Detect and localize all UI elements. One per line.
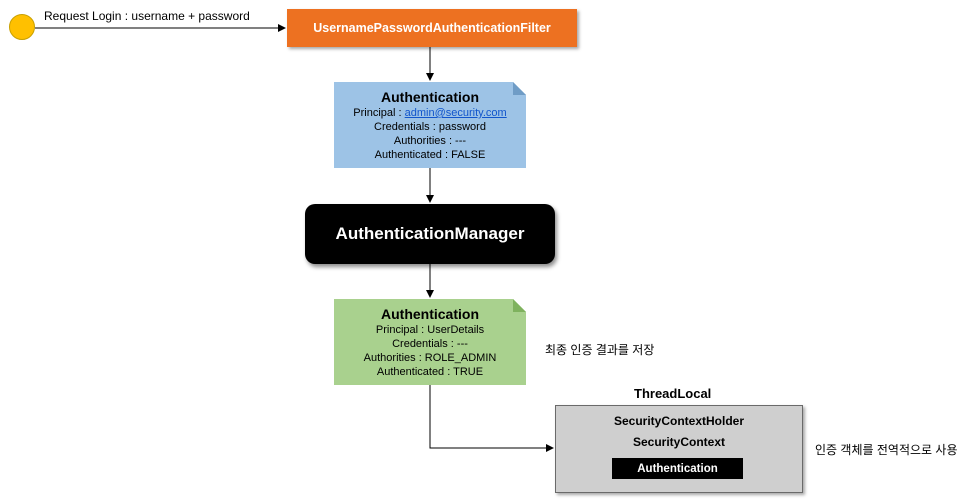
authentication-card-authenticated: Authentication Principal : UserDetails C…: [334, 299, 526, 385]
authentication-title: Authentication: [381, 306, 479, 322]
context-authentication-label: Authentication: [637, 462, 718, 475]
start-node: [9, 14, 35, 40]
security-context-box: SecurityContextHolder SecurityContext Au…: [555, 405, 803, 493]
authentication-card-unauthenticated: Authentication Principal : admin@securit…: [334, 82, 526, 168]
filter-box: UsernamePasswordAuthenticationFilter: [287, 9, 577, 47]
principal-prefix: Principal :: [353, 107, 405, 119]
authorities-line: Authorities : ROLE_ADMIN: [363, 352, 497, 364]
authenticated-line: Authenticated : TRUE: [376, 366, 484, 378]
principal-line: Principal : UserDetails: [375, 324, 485, 336]
filter-label: UsernamePasswordAuthenticationFilter: [313, 21, 551, 35]
manager-label: AuthenticationManager: [335, 224, 525, 243]
authentication-title: Authentication: [381, 89, 479, 105]
credentials-line: Credentials : password: [374, 121, 486, 133]
context-authentication-box: Authentication: [612, 458, 743, 479]
authorities-line: Authorities : ---: [393, 135, 467, 147]
save-result-note: 최종 인증 결과를 저장: [545, 343, 655, 357]
global-use-note: 인증 객체를 전역적으로 사용: [815, 443, 958, 457]
request-login-label: Request Login : username + password: [44, 9, 250, 23]
security-context-holder-label: SecurityContextHolder: [613, 414, 745, 428]
principal-line: Principal : admin@security.com: [334, 106, 526, 120]
authentication-manager-box: AuthenticationManager: [305, 204, 555, 264]
authenticated-line: Authenticated : FALSE: [374, 149, 486, 161]
arrow-auth-to-context: [429, 385, 554, 452]
threadlocal-label: ThreadLocal: [634, 386, 712, 401]
principal-email-link[interactable]: admin@security.com: [404, 107, 507, 119]
security-context-label: SecurityContext: [632, 435, 726, 449]
credentials-line: Credentials : ---: [392, 338, 468, 350]
